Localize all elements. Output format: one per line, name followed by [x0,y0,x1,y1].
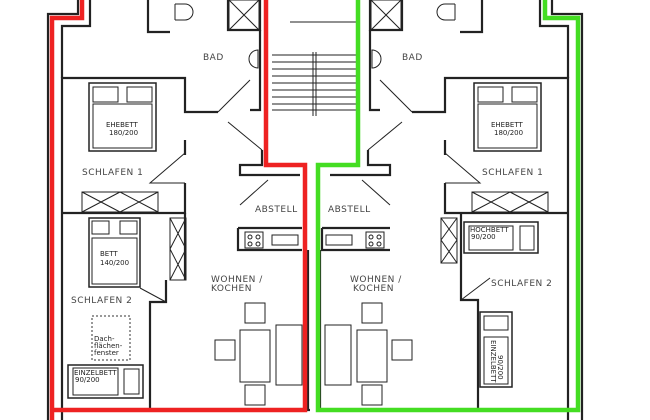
kitchen-counters [244,231,385,249]
bed-size: 90/200 [471,233,496,241]
room-label-bad-left: BAD [203,53,224,63]
bed-size: 90/200 [75,376,100,384]
bed-size: 140/200 [100,259,129,267]
room-label-schlafen2-right: SCHLAFEN 2 [491,279,552,289]
room-label-kochen-right: KOCHEN [353,284,394,294]
bed-label: HOCHBETT [470,226,509,234]
bed-size: 180/200 [109,129,138,137]
room-label-wohnen-right: WOHNEN / [350,275,402,285]
roof-window-label: fenster [94,349,119,357]
bed-label: EINZELBETT [489,340,497,383]
roof-window-label: flächen- [94,342,123,350]
dining-furniture [214,302,413,406]
bed-label: EINZELBETT [74,369,117,377]
wardrobes [81,191,549,281]
room-label-schlafen2-left: SCHLAFEN 2 [71,296,132,306]
beds [67,82,542,399]
room-label-schlafen1-right: SCHLAFEN 1 [482,168,543,178]
bed-label: BETT [100,250,118,258]
room-label-bad-right: BAD [402,53,423,63]
bed-label: EHEBETT [106,121,138,129]
sanitary-fixtures [174,0,456,69]
roof-window [91,315,131,361]
roof-window-label: Dach- [94,335,115,343]
bed-label: EHEBETT [491,121,523,129]
unit-outline-left [49,0,308,420]
bed-size: 180/200 [494,129,523,137]
room-label-kochen-left: KOCHEN [211,284,252,294]
room-label-wohnen-left: WOHNEN / [211,275,263,285]
unit-outline-right [315,0,581,413]
room-label-abstell-right: ABSTELL [328,205,371,215]
door-swings [139,79,491,303]
bed-size: 90/200 [496,355,504,380]
staircase [272,21,358,116]
room-label-schlafen1-left: SCHLAFEN 1 [82,168,143,178]
room-label-abstell-left: ABSTELL [255,205,298,215]
